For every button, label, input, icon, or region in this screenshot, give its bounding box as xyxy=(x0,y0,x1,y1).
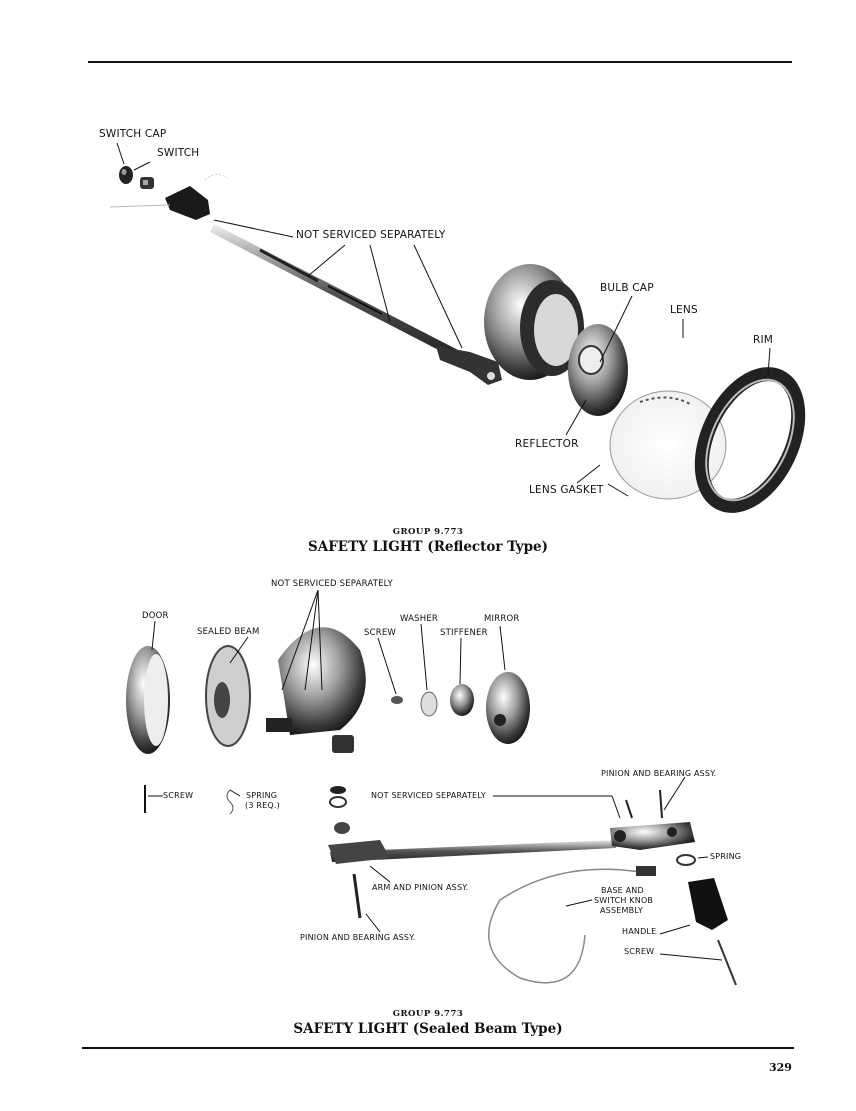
cable-part xyxy=(488,866,656,984)
spring-right-part xyxy=(676,854,696,866)
mirror-part xyxy=(486,672,530,744)
label-not-serviced-mid: NOT SERVICED SEPARATELY xyxy=(371,791,486,800)
switch-cap-part xyxy=(119,166,133,184)
page-number: 329 xyxy=(769,1061,792,1074)
label-screw-left: SCREW xyxy=(163,791,194,800)
label-pinion-bearing-bottom: PINION AND BEARING ASSY. xyxy=(300,933,416,942)
label-switch: SWITCH xyxy=(157,147,200,159)
label-spring-left: SPRING xyxy=(246,791,278,800)
label-screw-right: SCREW xyxy=(624,947,655,956)
switch-housing xyxy=(109,174,229,220)
arm-bracket-top xyxy=(436,346,502,385)
washer-part xyxy=(420,691,438,717)
top-leader-lines xyxy=(116,142,771,497)
base-bracket-part xyxy=(610,822,695,850)
screw-part-top xyxy=(391,696,403,704)
switch-part xyxy=(140,177,154,189)
label-stiffener: STIFFENER xyxy=(440,628,488,638)
door-part xyxy=(126,646,170,754)
caption-group-top: GROUP 9.773 xyxy=(392,527,464,537)
bottom-rule xyxy=(82,1047,794,1049)
label-mirror: MIRROR xyxy=(484,614,520,624)
label-handle: HANDLE xyxy=(622,927,657,936)
bottom-leader-lines xyxy=(148,589,723,961)
top-rule xyxy=(88,61,792,63)
screw-right-part xyxy=(717,939,737,986)
pinion-bolts-part xyxy=(625,789,663,819)
label-spring-req: (3 REQ.) xyxy=(245,801,280,810)
handle-part xyxy=(688,878,728,930)
label-not-serviced-bottom-top: NOT SERVICED SEPARATELY xyxy=(271,579,393,589)
label-base-switch-1: BASE AND xyxy=(601,886,644,895)
label-washer: WASHER xyxy=(400,614,439,624)
label-sealed-beam: SEALED BEAM xyxy=(197,627,260,637)
label-base-switch-3: ASSEMBLY xyxy=(600,906,643,915)
label-bulb-cap: BULB CAP xyxy=(600,282,654,294)
label-arm-pinion: ARM AND PINION ASSY. xyxy=(372,883,469,892)
spring-left-part xyxy=(226,789,234,815)
caption-title-top: SAFETY LIGHT (Reflector Type) xyxy=(307,539,548,555)
label-lens: LENS xyxy=(670,304,698,316)
label-screw-top: SCREW xyxy=(364,628,397,638)
arm-rod-bottom xyxy=(328,840,616,864)
label-reflector: REFLECTOR xyxy=(515,438,579,450)
stiffener-part xyxy=(450,684,474,716)
reflector-housing xyxy=(484,264,584,380)
label-spring-right: SPRING xyxy=(710,852,742,861)
pinion-lower-part xyxy=(352,873,362,919)
label-not-serviced-top: NOT SERVICED SEPARATELY xyxy=(296,229,446,241)
arm-rod-top xyxy=(210,224,458,358)
label-lens-gasket: LENS GASKET xyxy=(529,484,604,496)
label-base-switch-2: SWITCH KNOB xyxy=(594,896,654,905)
caption-title-bottom: SAFETY LIGHT (Sealed Beam Type) xyxy=(293,1021,563,1037)
lamp-body-part xyxy=(266,627,366,753)
label-switch-cap: SWITCH CAP xyxy=(99,128,167,140)
caption-group-bottom: GROUP 9.773 xyxy=(392,1009,464,1019)
rim-part xyxy=(694,367,806,513)
reflector-part xyxy=(568,324,628,416)
small-parts-stack xyxy=(329,786,350,834)
label-rim: RIM xyxy=(753,334,774,346)
label-door: DOOR xyxy=(142,611,169,621)
label-pinion-bearing-top: PINION AND BEARING ASSY. xyxy=(601,769,717,778)
sealed-beam-part xyxy=(205,645,251,747)
